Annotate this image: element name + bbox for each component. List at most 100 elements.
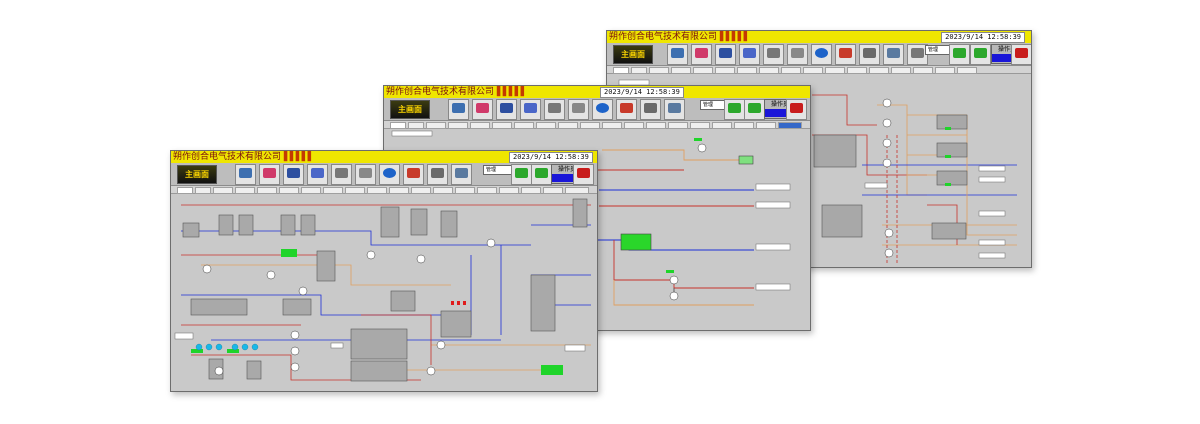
tab-overview[interactable] [613,67,629,74]
motor-icon[interactable] [592,99,613,120]
tab-8[interactable] [323,187,343,194]
tab-3[interactable] [213,187,233,194]
tab-4[interactable] [235,187,255,194]
trend-icon[interactable] [883,44,904,65]
tab-4[interactable] [448,122,468,129]
tab-9[interactable] [781,67,801,74]
tab-12[interactable] [847,67,867,74]
tab-7[interactable] [514,122,534,129]
tab-5[interactable] [257,187,277,194]
tank-icon[interactable] [787,44,808,65]
report-icon[interactable] [235,164,256,185]
user-icon[interactable] [949,44,970,65]
log-icon[interactable] [403,164,424,185]
tab-2[interactable] [195,187,211,194]
user-icon[interactable] [724,99,745,120]
curve-icon[interactable] [283,164,304,185]
tab-2[interactable] [408,122,424,129]
motor-icon[interactable] [811,44,832,65]
tab-12[interactable] [411,187,431,194]
valve-icon[interactable] [331,164,352,185]
main-screen-button[interactable]: 主画面 [177,165,217,184]
tab-4[interactable] [671,67,691,74]
tab-2[interactable] [631,67,647,74]
tab-19[interactable] [778,122,802,129]
tab-17[interactable] [734,122,754,129]
tab-18[interactable] [543,187,563,194]
tab-13[interactable] [433,187,453,194]
user-icon[interactable] [511,164,532,185]
exit-icon[interactable] [786,99,807,120]
company-title: 朔作创合电气技术有限公司 [609,32,718,42]
tab-7[interactable] [737,67,757,74]
alarm-icon[interactable] [472,99,493,120]
tab-12[interactable] [624,122,644,129]
tab-11[interactable] [602,122,622,129]
main-screen-button[interactable]: 主画面 [390,100,430,119]
tab-6[interactable] [279,187,299,194]
alarm-icon[interactable] [691,44,712,65]
lock-icon[interactable] [744,99,765,120]
tab-18[interactable] [756,122,776,129]
tab-19[interactable] [565,187,589,194]
tab-15[interactable] [477,187,497,194]
tab-14[interactable] [668,122,688,129]
tab-14[interactable] [891,67,911,74]
tab-13[interactable] [646,122,666,129]
tab-17[interactable] [521,187,541,194]
tab-10[interactable] [580,122,600,129]
tab-14[interactable] [455,187,475,194]
tab-11[interactable] [389,187,409,194]
tab-7[interactable] [301,187,321,194]
tab-5[interactable] [693,67,713,74]
tab-3[interactable] [649,67,669,74]
tank-icon[interactable] [568,99,589,120]
company-title: 朔作创合电气技术有限公司 [173,152,282,162]
lock-icon[interactable] [531,164,552,185]
front-window[interactable]: 朔作创合电气技术有限公司 ▌▌▌▌▌ 2023/9/14 12:58:39 主画… [170,150,598,392]
alarm-icon[interactable] [259,164,280,185]
tab-10[interactable] [367,187,387,194]
trend-icon[interactable] [664,99,685,120]
report-icon[interactable] [667,44,688,65]
log-icon[interactable] [835,44,856,65]
tab-17[interactable] [957,67,977,74]
valve-icon[interactable] [544,99,565,120]
report-icon[interactable] [448,99,469,120]
main-screen-button[interactable]: 主画面 [613,45,653,64]
tab-15[interactable] [690,122,710,129]
valve-icon[interactable] [763,44,784,65]
params-icon[interactable] [640,99,661,120]
tab-6[interactable] [492,122,512,129]
tab-overview[interactable] [390,122,406,129]
history-icon[interactable] [739,44,760,65]
tab-8[interactable] [759,67,779,74]
tab-16[interactable] [499,187,519,194]
tab-10[interactable] [803,67,823,74]
history-icon[interactable] [307,164,328,185]
tab-3[interactable] [426,122,446,129]
tab-overview[interactable] [177,187,193,194]
curve-icon[interactable] [496,99,517,120]
motor-icon[interactable] [379,164,400,185]
exit-icon[interactable] [573,164,594,185]
tab-5[interactable] [470,122,490,129]
tab-16[interactable] [935,67,955,74]
tab-6[interactable] [715,67,735,74]
params-icon[interactable] [859,44,880,65]
exit-icon[interactable] [1011,44,1031,65]
tab-9[interactable] [558,122,578,129]
lock-icon[interactable] [970,44,991,65]
tab-16[interactable] [712,122,732,129]
tab-9[interactable] [345,187,365,194]
tank-icon[interactable] [355,164,376,185]
tab-11[interactable] [825,67,845,74]
history-icon[interactable] [520,99,541,120]
params-icon[interactable] [427,164,448,185]
tab-13[interactable] [869,67,889,74]
log-icon[interactable] [616,99,637,120]
tab-8[interactable] [536,122,556,129]
tab-15[interactable] [913,67,933,74]
curve-icon[interactable] [715,44,736,65]
trend-icon[interactable] [451,164,472,185]
